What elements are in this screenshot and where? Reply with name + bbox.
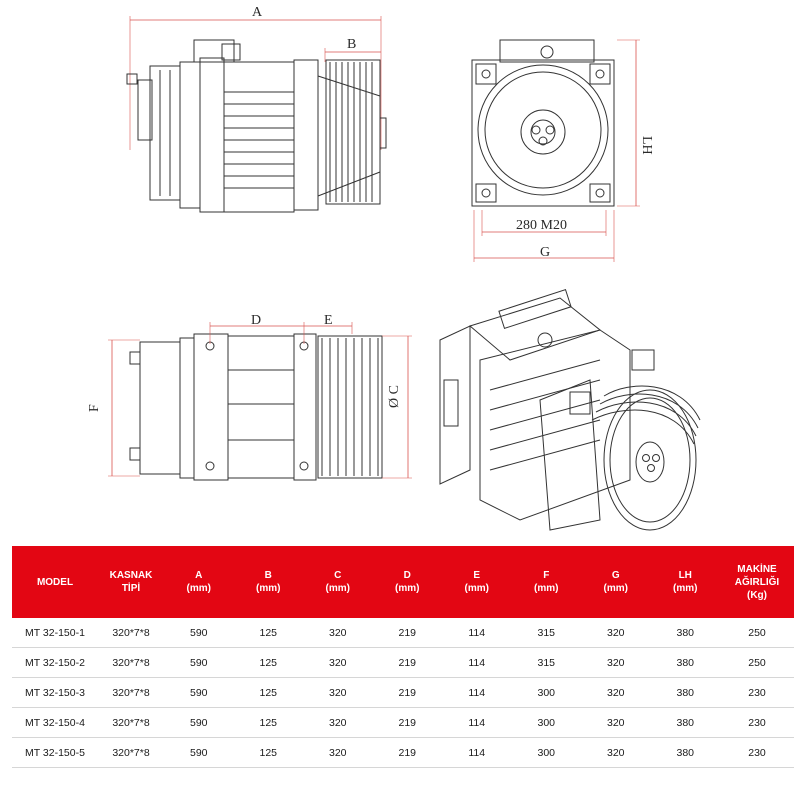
table-row: MT 32-150-4 320*7*8 590 125 320 219 114 …: [12, 707, 794, 738]
cell-g: 320: [581, 647, 651, 678]
cell-c: 320: [303, 677, 373, 708]
cell-weight: 230: [720, 737, 794, 768]
front-view-drawing: [471, 39, 615, 207]
cell-g: 320: [581, 737, 651, 768]
cell-weight: 250: [720, 618, 794, 648]
cell-kasnak: 320*7*8: [98, 707, 164, 738]
cell-lh: 380: [650, 677, 720, 708]
header-model: MODEL: [12, 546, 98, 618]
cell-c: 320: [303, 618, 373, 648]
header-g: G(mm): [581, 546, 651, 618]
cell-e: 114: [442, 647, 512, 678]
dim-g-label: G: [540, 245, 550, 260]
cell-weight: 230: [720, 677, 794, 708]
cell-d: 219: [372, 677, 442, 708]
dim-a-label: A: [252, 5, 263, 20]
technical-drawings: A B LH 280 M20 G: [87, 5, 701, 531]
cell-e: 114: [442, 618, 512, 648]
side-view-drawing: [126, 16, 387, 213]
cell-g: 320: [581, 677, 651, 708]
cell-b: 125: [233, 647, 303, 678]
cell-kasnak: 320*7*8: [98, 677, 164, 708]
header-f: F(mm): [511, 546, 581, 618]
cell-kasnak: 320*7*8: [98, 647, 164, 678]
cell-e: 114: [442, 677, 512, 708]
header-b: B(mm): [233, 546, 303, 618]
cell-model: MT 32-150-4: [12, 707, 98, 738]
cell-g: 320: [581, 618, 651, 648]
header-lh: LH(mm): [650, 546, 720, 618]
cell-c: 320: [303, 647, 373, 678]
cell-lh: 380: [650, 737, 720, 768]
header-d: D(mm): [372, 546, 442, 618]
cell-model: MT 32-150-5: [12, 737, 98, 768]
cell-b: 125: [233, 618, 303, 648]
cell-e: 114: [442, 737, 512, 768]
table-row: MT 32-150-1 320*7*8 590 125 320 219 114 …: [12, 618, 794, 648]
cell-d: 219: [372, 647, 442, 678]
table-row: MT 32-150-5 320*7*8 590 125 320 219 114 …: [12, 737, 794, 768]
cell-lh: 380: [650, 618, 720, 648]
cell-model: MT 32-150-1: [12, 618, 98, 648]
cell-f: 300: [511, 737, 581, 768]
cell-lh: 380: [650, 707, 720, 738]
isometric-view-drawing: [439, 288, 701, 531]
header-c: C(mm): [303, 546, 373, 618]
cell-model: MT 32-150-3: [12, 677, 98, 708]
cell-f: 315: [511, 647, 581, 678]
cell-a: 590: [164, 707, 234, 738]
table-row: MT 32-150-2 320*7*8 590 125 320 219 114 …: [12, 647, 794, 678]
cell-lh: 380: [650, 647, 720, 678]
cell-a: 590: [164, 737, 234, 768]
dim-e-label: E: [324, 313, 333, 328]
dim-f-label: F: [87, 404, 102, 412]
cell-b: 125: [233, 677, 303, 708]
cell-a: 590: [164, 618, 234, 648]
cell-c: 320: [303, 707, 373, 738]
cell-d: 219: [372, 618, 442, 648]
dim-b-label: B: [347, 37, 356, 52]
cell-c: 320: [303, 737, 373, 768]
cell-f: 300: [511, 707, 581, 738]
header-a: A(mm): [164, 546, 234, 618]
cell-weight: 230: [720, 707, 794, 738]
dim-d-label: D: [251, 313, 261, 328]
table-body: MT 32-150-1 320*7*8 590 125 320 219 114 …: [12, 618, 794, 768]
cell-g: 320: [581, 707, 651, 738]
cell-b: 125: [233, 737, 303, 768]
dim-lh-label: LH: [639, 136, 654, 155]
cell-d: 219: [372, 707, 442, 738]
cell-f: 315: [511, 618, 581, 648]
dim-c-label: Ø C: [387, 385, 402, 408]
cell-e: 114: [442, 707, 512, 738]
cell-kasnak: 320*7*8: [98, 737, 164, 768]
cell-kasnak: 320*7*8: [98, 618, 164, 648]
cell-a: 590: [164, 677, 234, 708]
cell-b: 125: [233, 707, 303, 738]
cell-d: 219: [372, 737, 442, 768]
bottom-view-drawing: [129, 333, 383, 481]
cell-weight: 250: [720, 647, 794, 678]
cell-model: MT 32-150-2: [12, 647, 98, 678]
cell-f: 300: [511, 677, 581, 708]
table-row: MT 32-150-3 320*7*8 590 125 320 219 114 …: [12, 677, 794, 708]
header-e: E(mm): [442, 546, 512, 618]
dim-bolt-label: 280 M20: [516, 218, 567, 233]
cell-a: 590: [164, 647, 234, 678]
